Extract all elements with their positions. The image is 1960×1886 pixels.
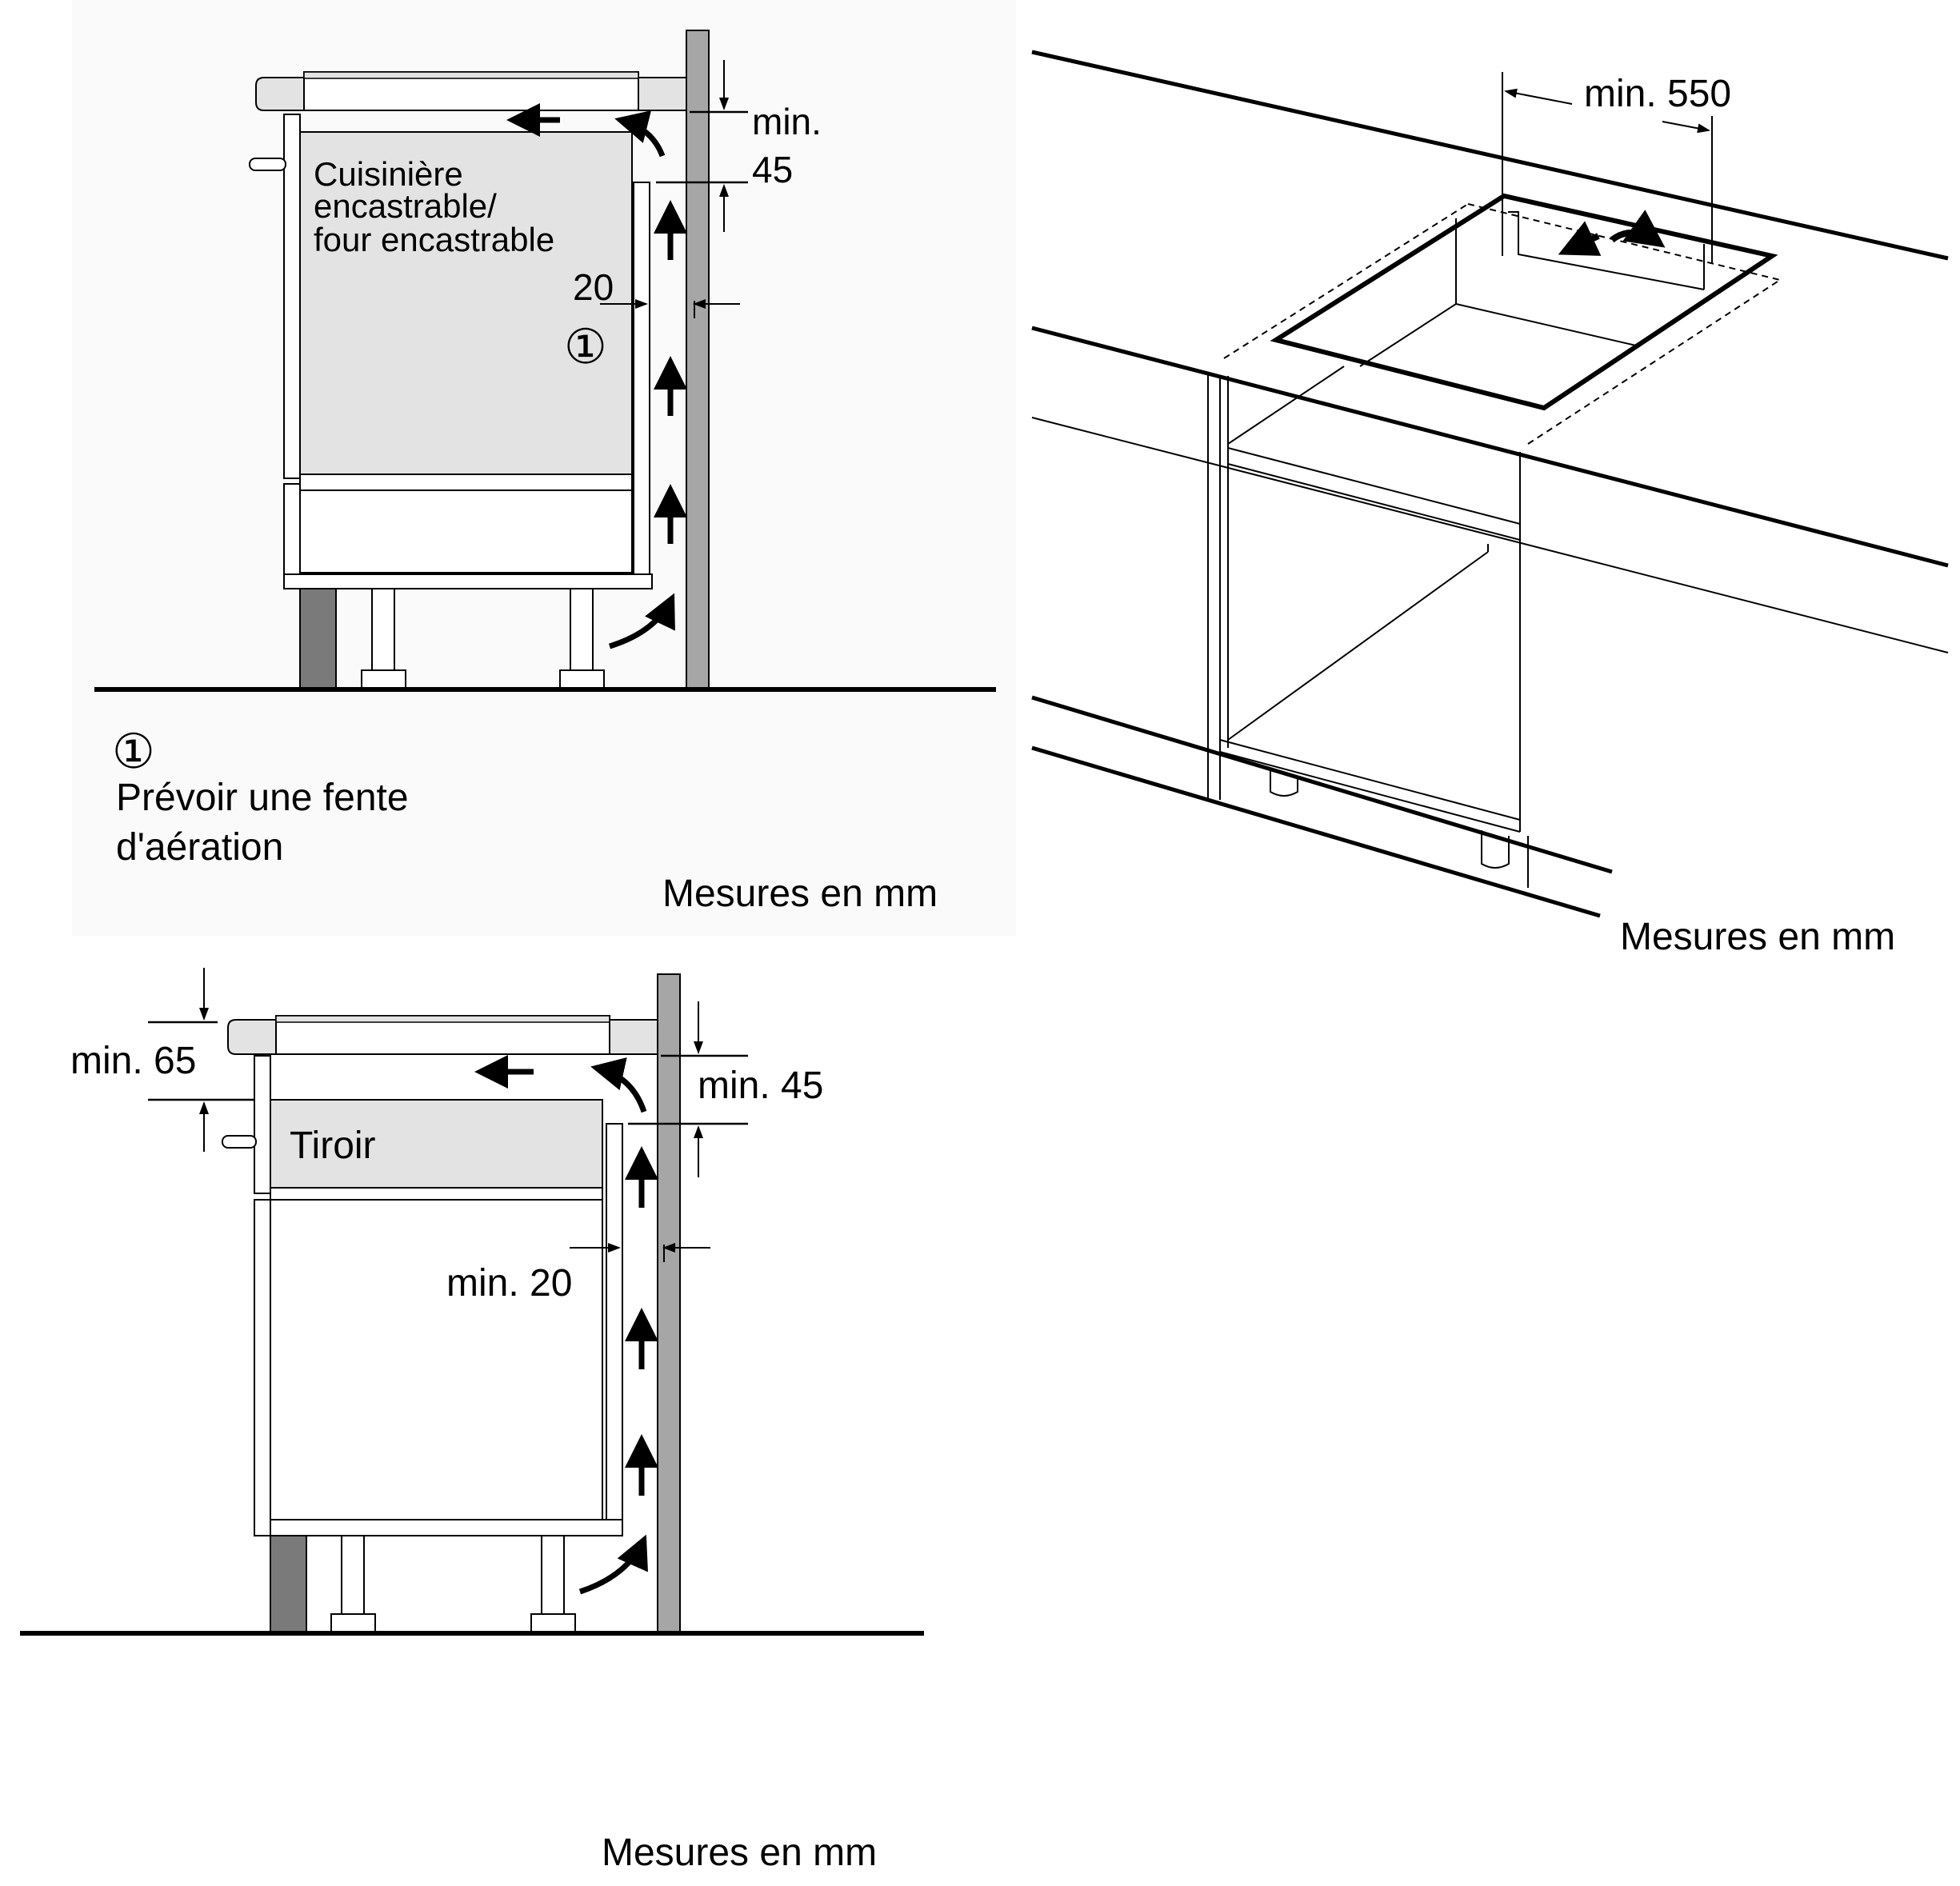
wall bbox=[686, 30, 710, 689]
airflow-curve-arrow bbox=[1610, 210, 1666, 248]
built-in-oven bbox=[299, 131, 633, 475]
drawer bbox=[270, 1099, 603, 1189]
label-min: min. bbox=[752, 101, 822, 142]
cabinet-shelf bbox=[1227, 463, 1521, 541]
hob-glass bbox=[275, 1015, 610, 1023]
callout-marker: ① bbox=[564, 320, 607, 374]
cabinet-side-front bbox=[283, 114, 301, 479]
cabinet-foot bbox=[1270, 770, 1298, 797]
leg-back bbox=[541, 1535, 565, 1615]
cabinet-back-panel bbox=[633, 182, 650, 583]
cabinet-foot bbox=[1481, 830, 1510, 869]
label-gap-45: 45 bbox=[752, 149, 793, 190]
leg-front bbox=[371, 588, 395, 671]
plinth-edge bbox=[1031, 745, 1601, 918]
airflow-out-arrow bbox=[1558, 221, 1602, 256]
cutout-outline-dashed bbox=[1223, 203, 1469, 359]
worktop-back bbox=[609, 1019, 658, 1055]
cabinet-base bbox=[283, 573, 653, 589]
wall bbox=[657, 973, 681, 1632]
label-min-20: min. 20 bbox=[446, 1262, 572, 1305]
panel-drawer-side-view: Tiroir min. 65 min. 45 min. 20 Mesure bbox=[20, 968, 924, 1874]
cabinet-lower-front bbox=[254, 1199, 271, 1536]
airflow-inlet-arrow bbox=[608, 593, 675, 649]
worktop-front bbox=[227, 1019, 277, 1055]
units-label: Mesures en mm bbox=[662, 873, 938, 915]
note-line2: d'aération bbox=[116, 826, 283, 869]
label-min-550: min. 550 bbox=[1584, 73, 1731, 115]
cabinet-shelf bbox=[1227, 447, 1521, 525]
cabinet-bottom bbox=[1219, 751, 1521, 833]
plinth bbox=[299, 588, 337, 689]
dim-arrow-right bbox=[1662, 121, 1710, 134]
hob-cutout bbox=[1270, 193, 1778, 411]
lower-drawer-front bbox=[299, 489, 633, 573]
cabinet-side-front bbox=[254, 1055, 271, 1194]
plinth bbox=[270, 1535, 307, 1632]
worktop-back-edge bbox=[1031, 50, 1949, 261]
label-min-65: min. 65 bbox=[70, 1040, 196, 1082]
oven-label-line3: four encastrable bbox=[314, 221, 554, 258]
hob-glass bbox=[303, 71, 639, 79]
leg-front bbox=[341, 1535, 365, 1615]
leg-back bbox=[570, 588, 594, 671]
oven-bottom-rail bbox=[299, 473, 633, 491]
cabinet-lower-front bbox=[283, 483, 301, 589]
drawer-rail bbox=[270, 1187, 603, 1201]
note-line1: Prévoir une fente bbox=[116, 777, 409, 819]
panel-oven-side-view: min. 45 20 Cuisinière encastrable/ four … bbox=[72, 0, 1016, 936]
cabinet-shelf bbox=[1227, 366, 1345, 445]
worktop-back bbox=[638, 77, 687, 111]
worktop-underside bbox=[1031, 417, 1949, 653]
cabinet-bottom bbox=[1219, 739, 1521, 821]
airflow-curve-arrow bbox=[590, 1057, 647, 1113]
foot-front bbox=[330, 1613, 376, 1632]
worktop-front bbox=[255, 77, 305, 111]
cutout-outline-dashed bbox=[1527, 279, 1781, 445]
dim-arrow-left bbox=[1504, 88, 1573, 105]
note-marker: ① bbox=[112, 725, 155, 778]
airflow-inlet-arrow bbox=[578, 1534, 648, 1595]
panel-perspective-cutout bbox=[1031, 50, 1949, 918]
foot-front bbox=[361, 669, 406, 689]
cutout-outline-dashed bbox=[1467, 203, 1781, 281]
cutout-inner-edge bbox=[1455, 303, 1637, 346]
foot-back bbox=[559, 669, 605, 689]
worktop-front-edge bbox=[1031, 326, 1949, 568]
oven-label-line2: encastrable/ bbox=[314, 187, 497, 225]
plinth-edge bbox=[1031, 695, 1613, 874]
oven-label-line1: Cuisinière bbox=[314, 155, 463, 193]
units-label: Mesures en mm bbox=[602, 1832, 877, 1874]
airflow-curve-arrow bbox=[614, 110, 666, 158]
drawer-label: Tiroir bbox=[290, 1125, 376, 1167]
units-label: Mesures en mm bbox=[1620, 916, 1895, 958]
control-knob bbox=[249, 158, 286, 171]
back-vent-slot bbox=[1508, 211, 1705, 290]
label-min-45: min. 45 bbox=[698, 1065, 823, 1107]
cabinet-base bbox=[270, 1519, 623, 1536]
label-gap-20: 20 bbox=[573, 266, 614, 308]
cabinet-front bbox=[270, 1199, 603, 1520]
control-knob bbox=[222, 1135, 257, 1149]
cabinet-interior bbox=[1227, 551, 1489, 741]
foot-back bbox=[530, 1613, 576, 1632]
cutout-inner-edge bbox=[1359, 303, 1457, 367]
cabinet-back-panel bbox=[606, 1123, 623, 1520]
